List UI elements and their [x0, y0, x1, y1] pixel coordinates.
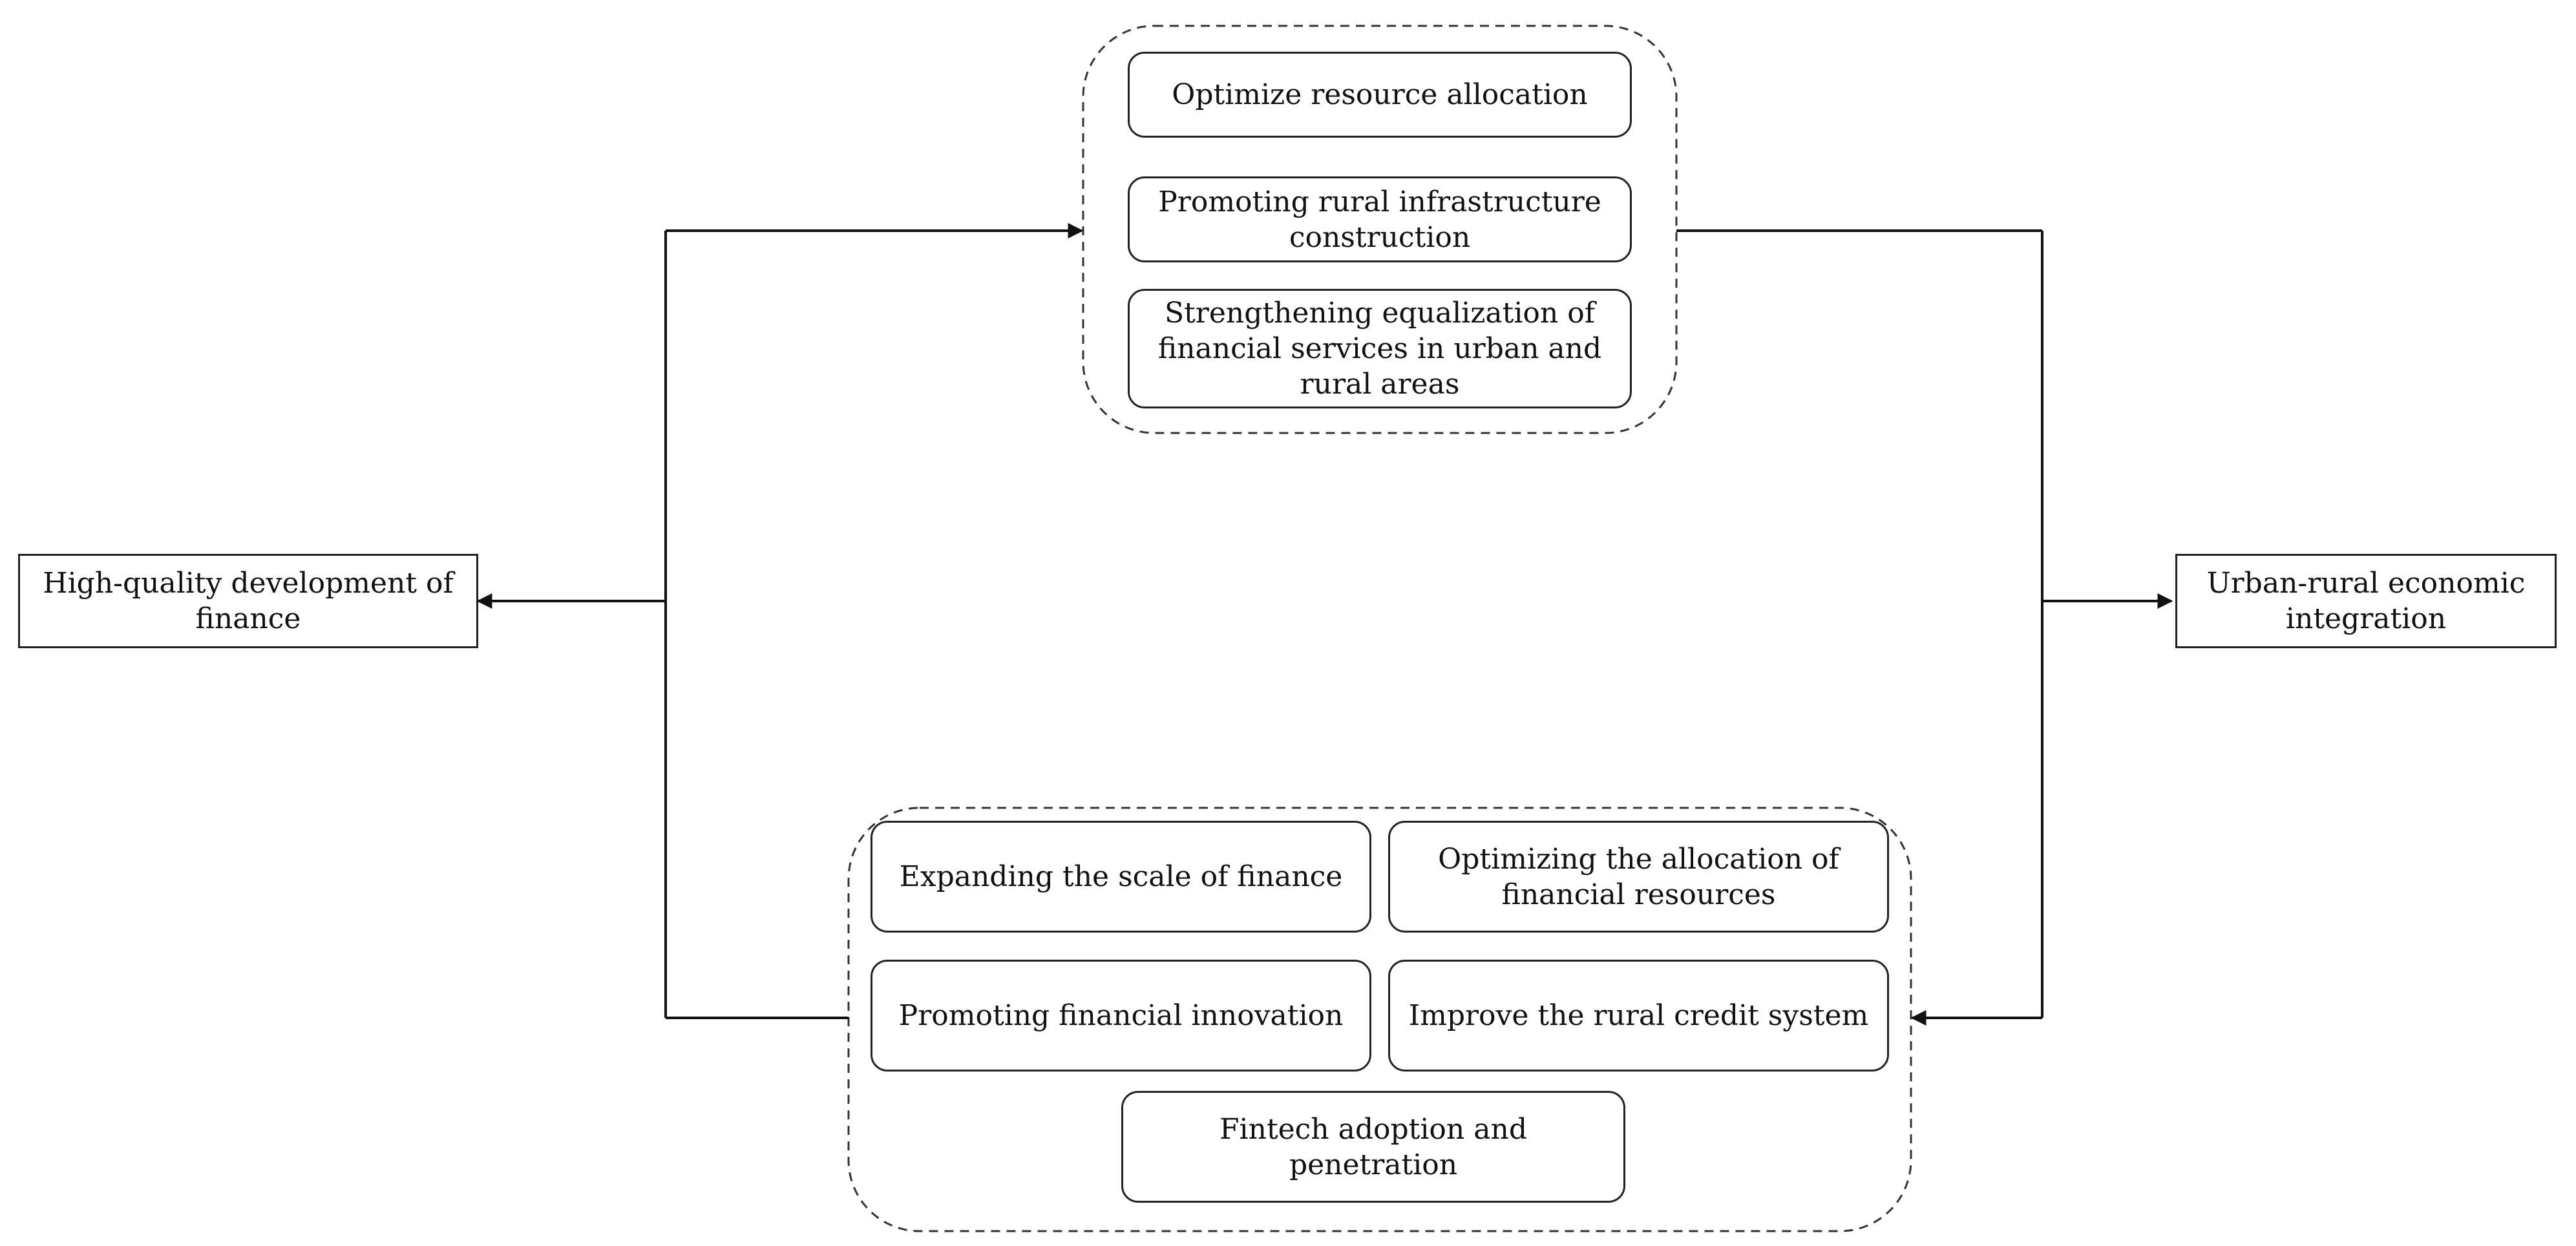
urban-rural-integration-label: Urban-rural economic integration — [2206, 567, 2526, 635]
top-item-equalization-financial-services: Strengthening equalization of financial … — [1128, 289, 1632, 408]
high-quality-finance-label: High-quality development of finance — [43, 567, 454, 635]
top-item-label: Promoting rural infrastructure construct… — [1158, 185, 1601, 254]
bottom-item-label: Fintech adoption and penetration — [1219, 1112, 1527, 1181]
bottom-item-label: Expanding the scale of finance — [899, 860, 1343, 893]
high-quality-finance-node: High-quality development of finance — [18, 554, 478, 648]
top-item-label: Optimize resource allocation — [1172, 78, 1588, 111]
bottom-item-label: Promoting financial innovation — [898, 999, 1344, 1032]
bottom-group-container — [847, 807, 1912, 1232]
bottom-item-label: Optimizing the allocation of financial r… — [1438, 842, 1839, 911]
bottom-item-label: Improve the rural credit system — [1408, 999, 1869, 1032]
bottom-item-optimizing-allocation: Optimizing the allocation of financial r… — [1388, 821, 1889, 933]
top-item-optimize-resource-allocation: Optimize resource allocation — [1128, 52, 1632, 138]
top-item-rural-infrastructure: Promoting rural infrastructure construct… — [1128, 176, 1632, 262]
bottom-item-expanding-scale: Expanding the scale of finance — [871, 821, 1371, 933]
bottom-item-rural-credit-system: Improve the rural credit system — [1388, 960, 1889, 1072]
urban-rural-integration-node: Urban-rural economic integration — [2175, 554, 2557, 648]
bottom-item-financial-innovation: Promoting financial innovation — [871, 960, 1371, 1072]
top-item-label: Strengthening equalization of financial … — [1157, 297, 1602, 401]
bottom-item-fintech-adoption: Fintech adoption and penetration — [1121, 1091, 1625, 1203]
